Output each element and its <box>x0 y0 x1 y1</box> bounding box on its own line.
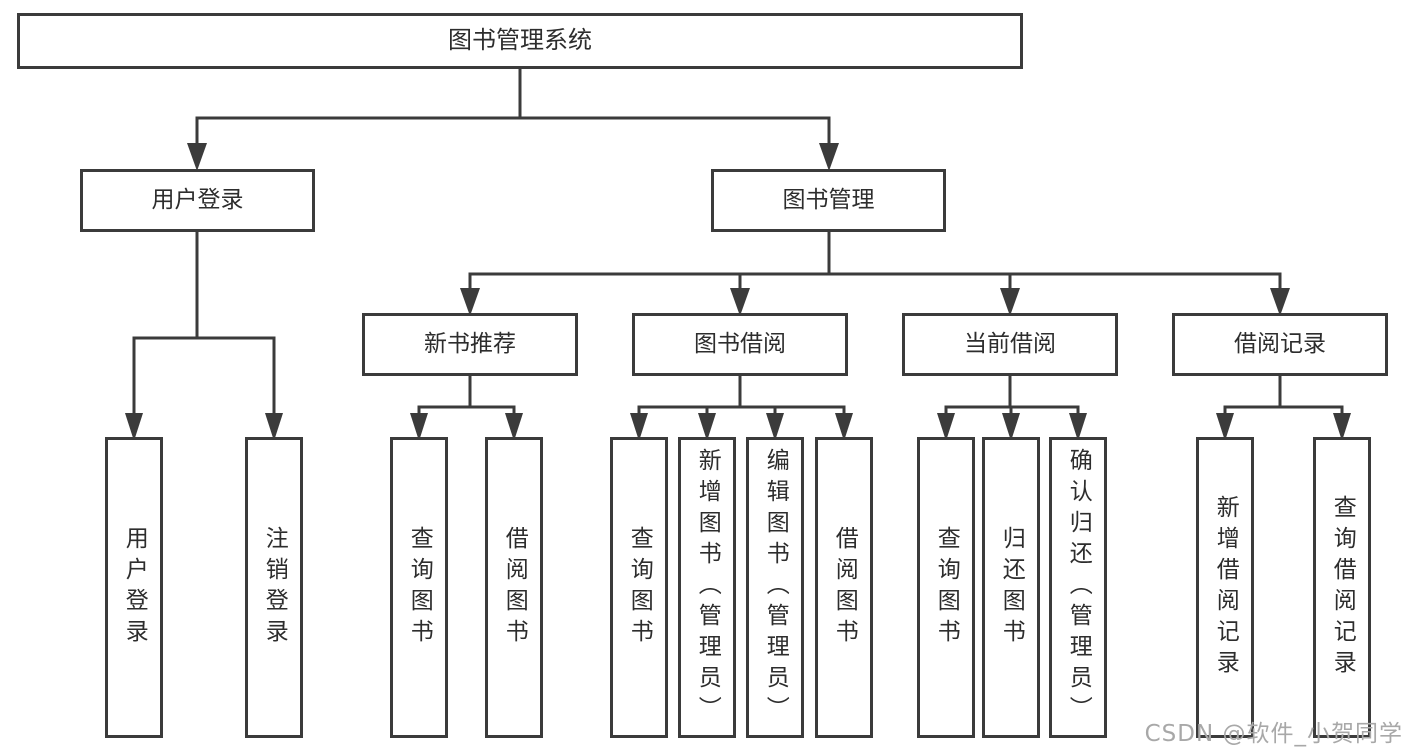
arrowhead <box>265 413 283 441</box>
node-book-borrowing: 图书借阅 <box>632 313 848 376</box>
connector-book-management-to-level3 <box>468 230 1282 294</box>
leaf-user-login: 用户登录 <box>105 437 163 738</box>
node-borrowing-records: 借阅记录 <box>1172 313 1388 376</box>
arrowhead <box>187 143 207 171</box>
connector-borrowing-records-to-leaves <box>1223 374 1344 422</box>
arrowhead <box>1069 413 1087 441</box>
arrowhead <box>125 413 143 441</box>
arrowhead <box>1000 288 1020 316</box>
connector-book-borrowing-to-leaves <box>637 374 846 422</box>
leaf-current-query-books: 查询图书 <box>917 437 975 738</box>
node-new-book-recommend: 新书推荐 <box>362 313 578 376</box>
leaf-confirm-return-admin: 确认归还（管理员） <box>1049 437 1107 738</box>
arrowhead <box>766 413 784 441</box>
leaf-edit-books-admin: 编辑图书（管理员） <box>746 437 804 738</box>
arrowhead <box>730 288 750 316</box>
connector-new-book-to-leaves <box>417 374 516 422</box>
node-library-management-system: 图书管理系统 <box>17 13 1023 69</box>
csdn-watermark: CSDN @软件_小贺同学 <box>1144 721 1403 747</box>
connector-root-to-level2 <box>195 67 831 148</box>
connector-user-login-to-leaves <box>132 230 276 422</box>
leaf-logout-login: 注销登录 <box>245 437 303 738</box>
arrowhead <box>1002 413 1020 441</box>
leaf-newbook-borrow-books: 借阅图书 <box>485 437 543 738</box>
arrowhead <box>1333 413 1351 441</box>
arrowhead <box>460 288 480 316</box>
arrowhead <box>835 413 853 441</box>
arrowhead <box>937 413 955 441</box>
leaf-add-books-admin: 新增图书（管理员） <box>678 437 736 738</box>
leaf-return-books: 归还图书 <box>982 437 1040 738</box>
leaf-query-borrow-record: 查询借阅记录 <box>1313 437 1371 738</box>
node-current-borrowing: 当前借阅 <box>902 313 1118 376</box>
arrowhead <box>630 413 648 441</box>
node-user-login-branch: 用户登录 <box>80 169 315 232</box>
leaf-newbook-query-books: 查询图书 <box>390 437 448 738</box>
arrowhead <box>698 413 716 441</box>
arrowhead <box>505 413 523 441</box>
arrowhead <box>410 413 428 441</box>
arrowhead <box>819 143 839 171</box>
leaf-borrow-borrow-books: 借阅图书 <box>815 437 873 738</box>
arrowhead <box>1270 288 1290 316</box>
arrowhead <box>1216 413 1234 441</box>
leaf-borrow-query-books: 查询图书 <box>610 437 668 738</box>
node-book-management: 图书管理 <box>711 169 946 232</box>
leaf-add-borrow-record: 新增借阅记录 <box>1196 437 1254 738</box>
